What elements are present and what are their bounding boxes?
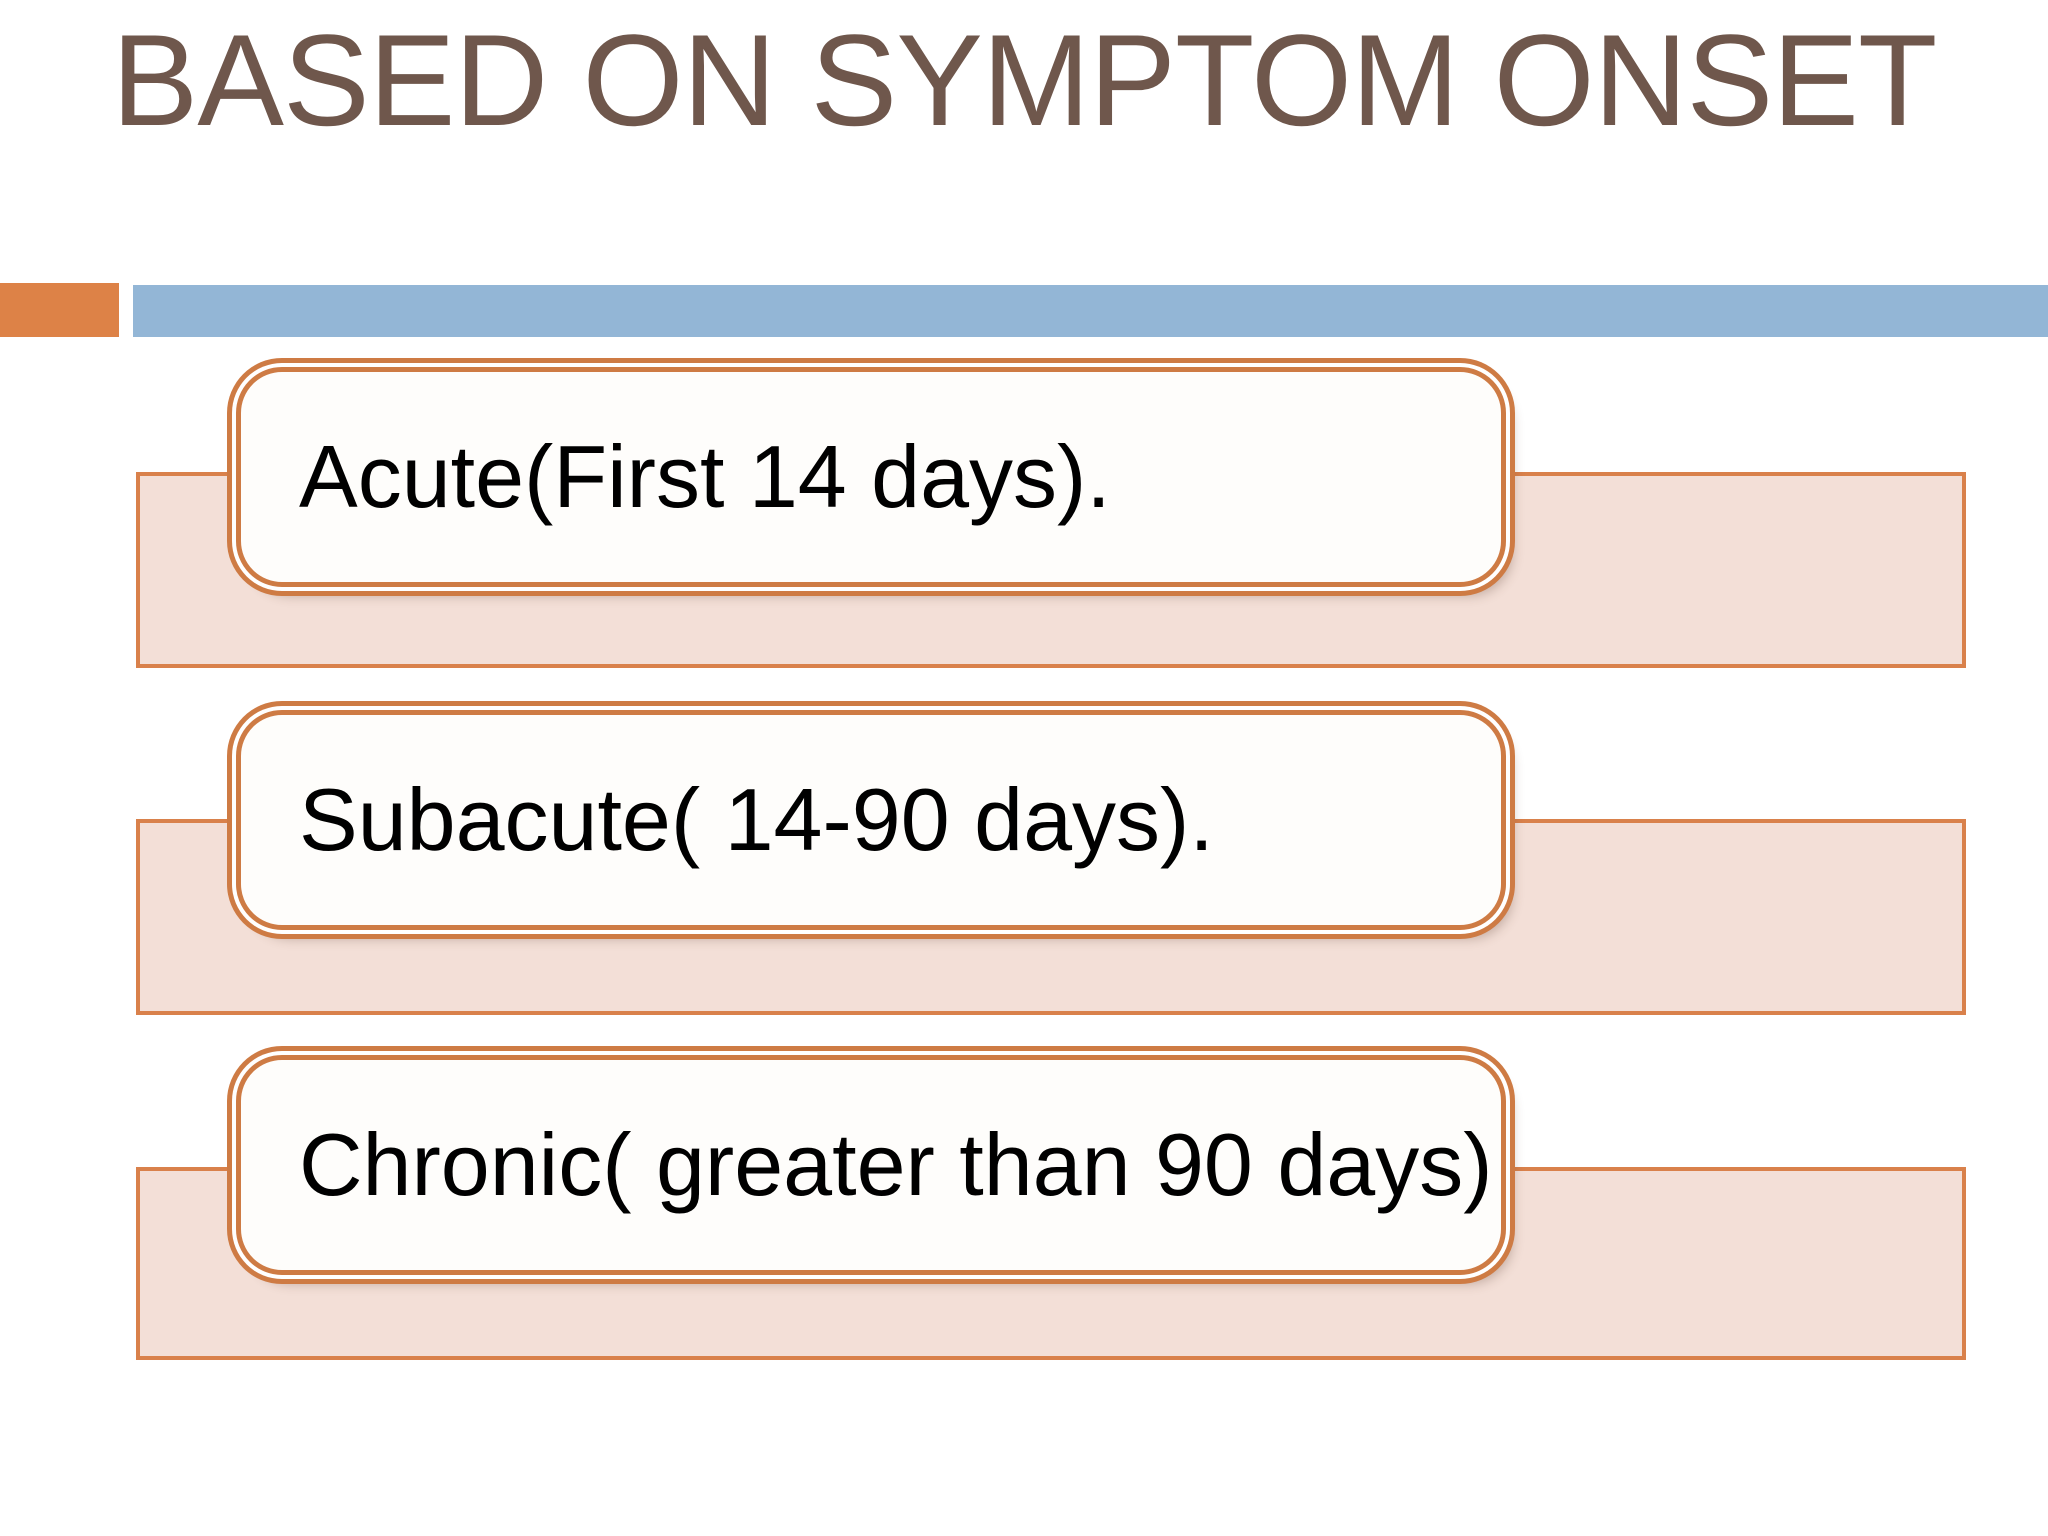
callout-card-acute[interactable]: Acute(First 14 days). — [236, 367, 1506, 587]
callout-label-acute: Acute(First 14 days). — [299, 427, 1111, 526]
callout-card-subacute[interactable]: Subacute( 14-90 days). — [236, 710, 1506, 930]
callout-card-chronic[interactable]: Chronic( greater than 90 days) — [236, 1055, 1506, 1275]
page-title: BASED ON SYMPTOM ONSET — [111, 7, 1938, 153]
accent-bar-blue — [133, 285, 2048, 337]
callout-label-chronic: Chronic( greater than 90 days) — [299, 1115, 1493, 1214]
accent-bar-orange — [0, 283, 119, 337]
callout-label-subacute: Subacute( 14-90 days). — [299, 770, 1214, 869]
